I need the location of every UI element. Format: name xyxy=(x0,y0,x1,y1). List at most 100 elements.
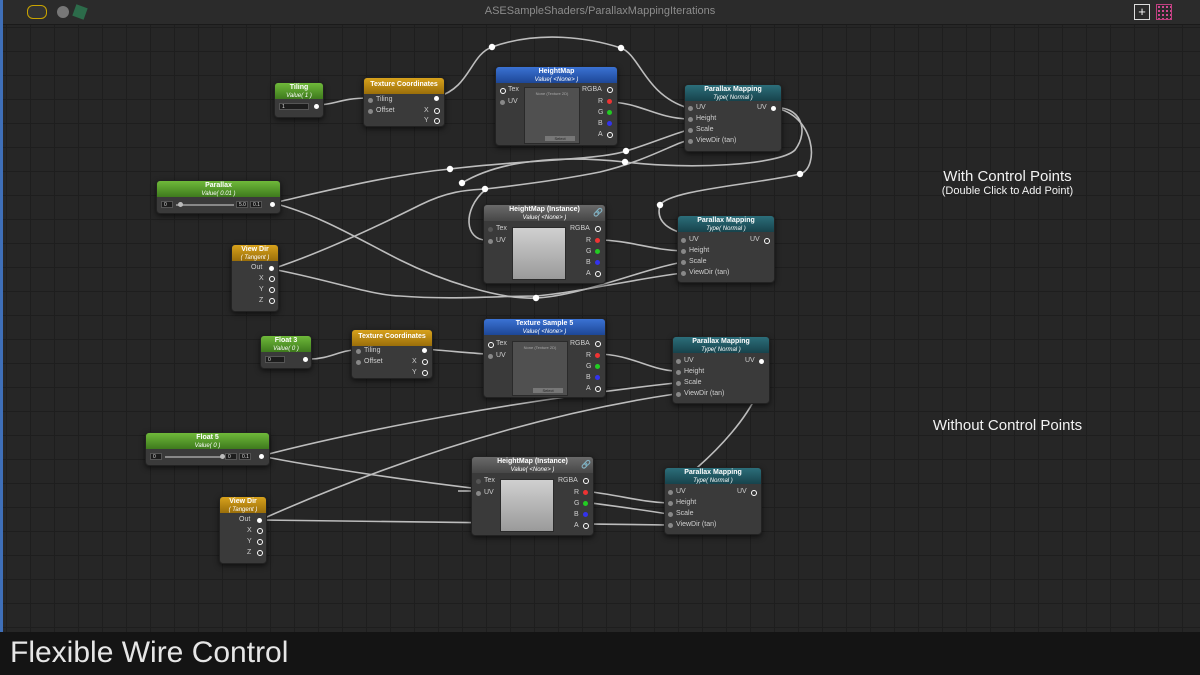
min-field[interactable]: 0 xyxy=(161,201,173,208)
b-pin[interactable] xyxy=(595,375,600,380)
r-pin[interactable] xyxy=(607,99,612,104)
height-pin[interactable] xyxy=(688,117,693,122)
texture-preview[interactable]: None (Texture 2D) Select xyxy=(512,341,568,396)
select-button[interactable]: Select xyxy=(545,136,575,141)
select-button[interactable]: Select xyxy=(533,388,563,393)
uv-output-pin[interactable] xyxy=(759,359,764,364)
a-pin[interactable] xyxy=(607,132,613,138)
b-pin[interactable] xyxy=(583,512,588,517)
g-pin[interactable] xyxy=(583,501,588,506)
rgba-pin[interactable] xyxy=(583,478,589,484)
view-dir-node[interactable]: View Dir( Tangent ) Out X Y Z xyxy=(219,496,267,564)
y-pin[interactable] xyxy=(434,118,440,124)
shader-preview-icon[interactable] xyxy=(27,5,47,19)
tex-pin[interactable] xyxy=(488,227,493,232)
rgba-pin[interactable] xyxy=(595,226,601,232)
value-field[interactable]: 0.1 xyxy=(239,453,251,460)
r-pin[interactable] xyxy=(583,490,588,495)
b-pin[interactable] xyxy=(595,260,600,265)
uv-pin[interactable] xyxy=(500,100,505,105)
max-field[interactable]: 5.0 xyxy=(236,201,248,208)
scale-pin[interactable] xyxy=(688,128,693,133)
output-pin[interactable] xyxy=(314,104,319,109)
viewdir-pin[interactable] xyxy=(688,139,693,144)
min-field[interactable]: 0 xyxy=(150,453,162,460)
texture-preview[interactable] xyxy=(500,479,554,532)
tex-pin[interactable] xyxy=(488,342,494,348)
out-pin[interactable] xyxy=(257,518,262,523)
y-pin[interactable] xyxy=(269,287,275,293)
tex-pin[interactable] xyxy=(476,479,481,484)
uv-output-pin[interactable] xyxy=(771,106,776,111)
z-pin[interactable] xyxy=(257,550,263,556)
tex-pin[interactable] xyxy=(500,88,506,94)
a-pin[interactable] xyxy=(583,523,589,529)
offset-pin[interactable] xyxy=(368,109,373,114)
value-field[interactable]: 0 xyxy=(265,356,285,363)
tiling-pin[interactable] xyxy=(356,349,361,354)
output-pin[interactable] xyxy=(270,202,275,207)
height-pin[interactable] xyxy=(681,249,686,254)
value-field[interactable]: 0.1 xyxy=(250,201,262,208)
uv-pin[interactable] xyxy=(488,239,493,244)
viewdir-pin[interactable] xyxy=(668,523,673,528)
link-icon[interactable]: 🔗 xyxy=(593,208,603,217)
height-pin[interactable] xyxy=(668,501,673,506)
r-pin[interactable] xyxy=(595,238,600,243)
texture-coordinates-node[interactable]: Texture Coordinates Tiling Offset X Y xyxy=(363,77,445,127)
uv-output-pin[interactable] xyxy=(434,96,439,101)
viewdir-pin[interactable] xyxy=(681,271,686,276)
x-pin[interactable] xyxy=(257,528,263,534)
link-icon[interactable]: 🔗 xyxy=(581,460,591,469)
rgba-pin[interactable] xyxy=(595,341,601,347)
x-pin[interactable] xyxy=(269,276,275,282)
offset-pin[interactable] xyxy=(356,360,361,365)
heightmap-instance-node[interactable]: HeightMap (Instance)Value( <None> ) 🔗 Te… xyxy=(471,456,594,536)
scale-pin[interactable] xyxy=(676,381,681,386)
viewdir-pin[interactable] xyxy=(676,392,681,397)
uv-pin[interactable] xyxy=(668,490,673,495)
value-field[interactable]: 1 xyxy=(279,103,309,110)
scale-pin[interactable] xyxy=(668,512,673,517)
b-pin[interactable] xyxy=(607,121,612,126)
max-field[interactable]: 0 xyxy=(225,453,237,460)
a-pin[interactable] xyxy=(595,386,601,392)
x-pin[interactable] xyxy=(422,359,428,365)
output-pin[interactable] xyxy=(303,357,308,362)
y-pin[interactable] xyxy=(422,370,428,376)
view-dir-node[interactable]: View Dir( Tangent ) Out X Y Z xyxy=(231,244,279,312)
texture-preview[interactable] xyxy=(512,227,566,280)
x-pin[interactable] xyxy=(434,108,440,114)
value-slider[interactable] xyxy=(176,204,234,206)
out-pin[interactable] xyxy=(269,266,274,271)
g-pin[interactable] xyxy=(595,364,600,369)
r-pin[interactable] xyxy=(595,353,600,358)
height-pin[interactable] xyxy=(676,370,681,375)
slider-knob[interactable] xyxy=(220,454,225,459)
uv-pin[interactable] xyxy=(488,354,493,359)
texture-coordinates-node[interactable]: Texture Coordinates Tiling Offset X Y xyxy=(351,329,433,379)
grid-icon[interactable] xyxy=(1156,4,1172,20)
scale-pin[interactable] xyxy=(681,260,686,265)
value-slider[interactable] xyxy=(165,456,223,458)
uv-output-pin[interactable] xyxy=(422,348,427,353)
uv-pin[interactable] xyxy=(688,106,693,111)
uv-output-pin[interactable] xyxy=(764,238,770,244)
texture-preview[interactable]: None (Texture 2D) Select xyxy=(524,87,580,144)
uv-output-pin[interactable] xyxy=(751,490,757,496)
uv-pin[interactable] xyxy=(681,238,686,243)
output-pin[interactable] xyxy=(259,454,264,459)
a-pin[interactable] xyxy=(595,271,601,277)
uv-pin[interactable] xyxy=(476,491,481,496)
y-pin[interactable] xyxy=(257,539,263,545)
